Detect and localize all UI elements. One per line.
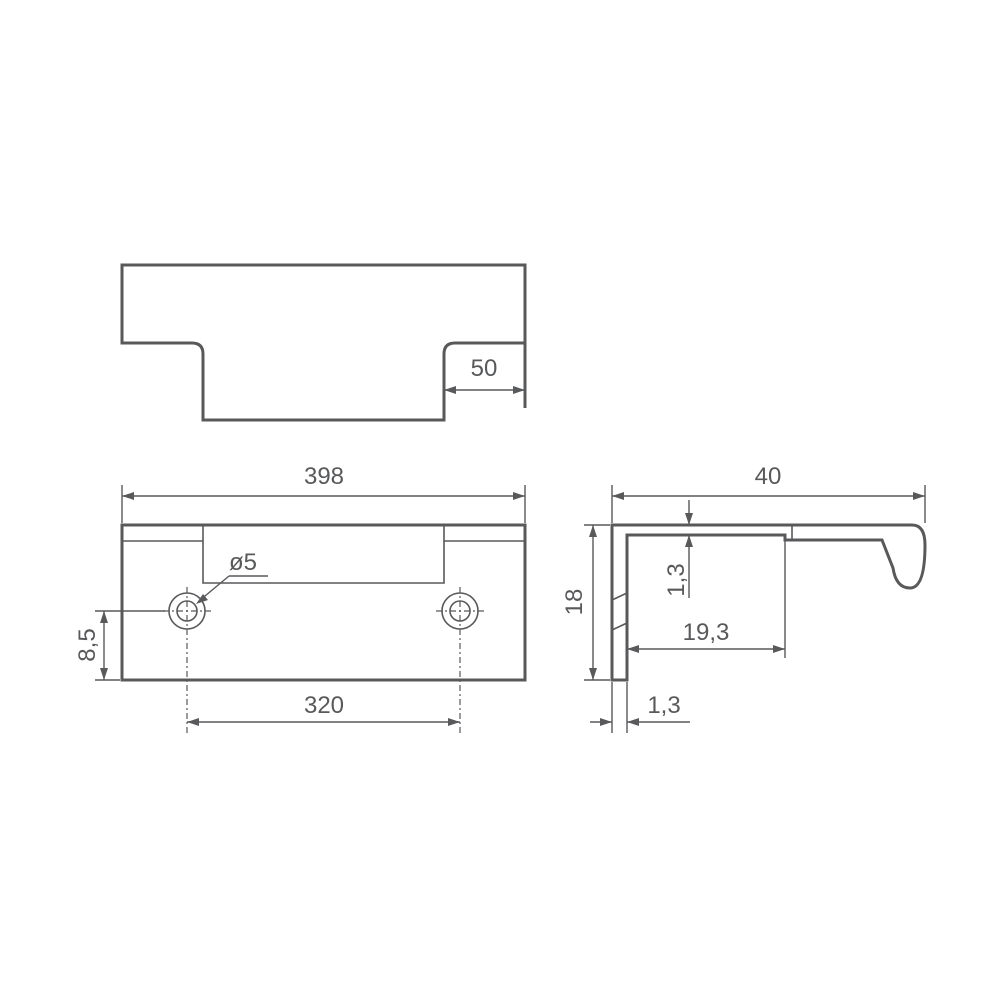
dim-hole-offset: 8,5 bbox=[74, 610, 165, 681]
front-view: 398 ø5 8,5 320 bbox=[74, 463, 527, 735]
dim-wall-thickness-top: 1,3 bbox=[663, 500, 693, 598]
dim-wall-thickness-top-label: 1,3 bbox=[663, 563, 690, 596]
dim-wall-thickness-side-label: 1,3 bbox=[647, 692, 680, 719]
front-view-recess bbox=[202, 525, 445, 584]
top-view: 50 bbox=[120, 263, 527, 422]
dim-profile-depth: 40 bbox=[611, 463, 926, 523]
dim-lip-distance: 19,3 bbox=[627, 540, 786, 658]
dim-overall-length: 398 bbox=[121, 463, 526, 523]
top-view-outline bbox=[120, 263, 527, 422]
dim-hole-diameter: ø5 bbox=[196, 549, 268, 604]
front-view-outline bbox=[120, 523, 527, 682]
dim-hole-offset-label: 8,5 bbox=[74, 628, 101, 661]
side-view: 40 18 1,3 19,3 bbox=[561, 463, 927, 733]
dim-tab-width-label: 50 bbox=[471, 355, 498, 382]
dim-lip-distance-label: 19,3 bbox=[683, 619, 730, 646]
dim-wall-thickness-side: 1,3 bbox=[590, 682, 690, 733]
mounting-hole-right bbox=[436, 587, 484, 735]
dim-overall-length-label: 398 bbox=[304, 463, 344, 490]
dim-hole-spacing-label: 320 bbox=[304, 692, 344, 719]
dim-hole-diameter-label: ø5 bbox=[229, 549, 257, 576]
side-view-profile bbox=[610, 523, 927, 682]
dim-hole-spacing: 320 bbox=[187, 692, 460, 726]
dim-profile-depth-label: 40 bbox=[755, 463, 782, 490]
dim-tab-width: 50 bbox=[444, 355, 526, 408]
dim-profile-height: 18 bbox=[561, 524, 610, 681]
dim-profile-height-label: 18 bbox=[561, 589, 588, 616]
mounting-hole-left bbox=[163, 587, 211, 735]
